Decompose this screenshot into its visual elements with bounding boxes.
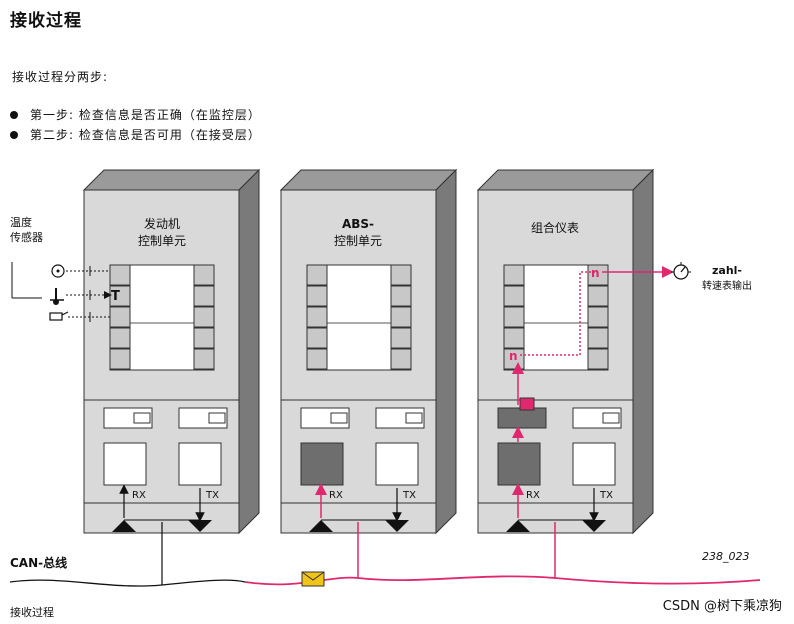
n-marker-out: n: [591, 266, 600, 280]
unit-2-label-line1: ABS-: [342, 217, 374, 231]
output-label-line1: zahl-: [712, 264, 742, 277]
page-title: 接收过程: [10, 11, 82, 31]
output-label-line2: 转速表输出: [702, 279, 752, 292]
engine-control-unit: [83, 169, 260, 534]
bullet-icon: [10, 131, 18, 139]
envelope-icon: [301, 571, 325, 587]
bullet-icon: [10, 111, 18, 119]
unit-3-label-line1: 组合仪表: [531, 220, 579, 235]
step-text-2: 第二步: 检查信息是否可用（在接受层）: [30, 128, 261, 142]
sensor-label-line2: 传感器: [10, 231, 43, 244]
abs-control-unit: [280, 169, 457, 534]
instrument-cluster-unit: [477, 169, 654, 534]
thermometer-icon: [50, 288, 64, 305]
unit-2-label-line2: 控制单元: [334, 234, 382, 248]
tx-label-3: TX: [599, 490, 613, 501]
can-bus-label: CAN-总线: [10, 555, 67, 570]
n-marker-in: n: [509, 349, 518, 363]
step-item-2: 第二步: 检查信息是否可用（在接受层）: [10, 125, 261, 145]
step-item-1: 第一步: 检查信息是否正确（在监控层）: [10, 105, 261, 125]
caption: 接收过程: [10, 605, 54, 619]
unit-1-label-line1: 发动机: [144, 216, 180, 231]
gauge-icon: [51, 264, 65, 278]
unit-1-label-line2: 控制单元: [138, 234, 186, 248]
tachometer-output-icon: [671, 262, 691, 280]
sensor-label-line1: 温度: [10, 215, 32, 229]
step-list: 第一步: 检查信息是否正确（在监控层） 第二步: 检查信息是否可用（在接受层）: [10, 105, 261, 145]
tx-label-2: TX: [402, 490, 416, 501]
watermark: CSDN @树下乘凉狗: [663, 599, 782, 614]
step-text-1: 第一步: 检查信息是否正确（在监控层）: [30, 108, 261, 122]
intro-text: 接收过程分两步:: [12, 70, 109, 84]
tx-label-1: TX: [205, 490, 219, 501]
oil-can-icon: [49, 311, 69, 321]
rx-label-2: RX: [329, 490, 343, 501]
rx-label-1: RX: [132, 490, 146, 501]
sensor-marker: T: [111, 289, 120, 304]
figure-code: 238_023: [702, 550, 750, 563]
rx-label-3: RX: [526, 490, 540, 501]
